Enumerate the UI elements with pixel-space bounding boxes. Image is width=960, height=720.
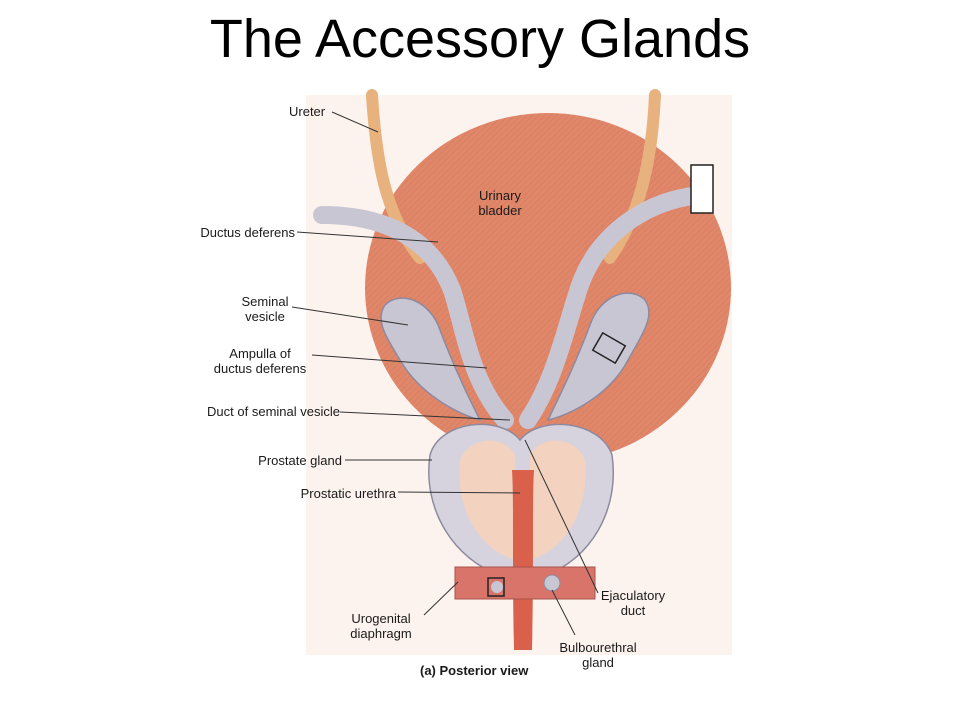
ductus-deferens-right-shape	[519, 186, 709, 429]
label-seminal-vesicle: Seminal vesicle	[241, 294, 289, 324]
label-bulbourethral-gland: Bulbourethral gland	[559, 640, 637, 670]
slide-title: The Accessory Glands	[209, 9, 751, 69]
prostate-inner-shape	[459, 440, 515, 560]
label-urogenital-diaphragm: Urogenital diaphragm	[350, 611, 412, 641]
cut-section-box-vesicle	[591, 331, 627, 365]
ductus-deferens-left-shape	[313, 206, 514, 429]
label-duct-seminal-vesicle: Duct of seminal vesicle	[207, 404, 340, 419]
urogenital-diaphragm-shape	[454, 566, 596, 600]
label-prostate-gland: Prostate gland	[258, 453, 342, 468]
label-ampulla: Ampulla of ductus deferens	[213, 346, 307, 376]
label-ejaculatory-duct: Ejaculatory duct	[600, 588, 666, 618]
prostatic-urethra-shape	[512, 470, 534, 650]
label-prostatic-urethra: Prostatic urethra	[300, 486, 396, 501]
cut-section-box	[690, 164, 714, 214]
ureter-right-shape	[604, 89, 661, 264]
label-urinary-bladder: Urinary bladder	[478, 188, 522, 218]
bulbourethral-gland-shape	[543, 574, 561, 592]
label-ureter: Ureter	[289, 104, 326, 119]
figure-caption: (a) Posterior view	[420, 663, 529, 678]
label-ductus-deferens: Ductus deferens	[200, 225, 295, 240]
seminal-vesicle-left-shape	[380, 297, 482, 422]
seminal-vesicle-right-shape	[546, 292, 650, 422]
